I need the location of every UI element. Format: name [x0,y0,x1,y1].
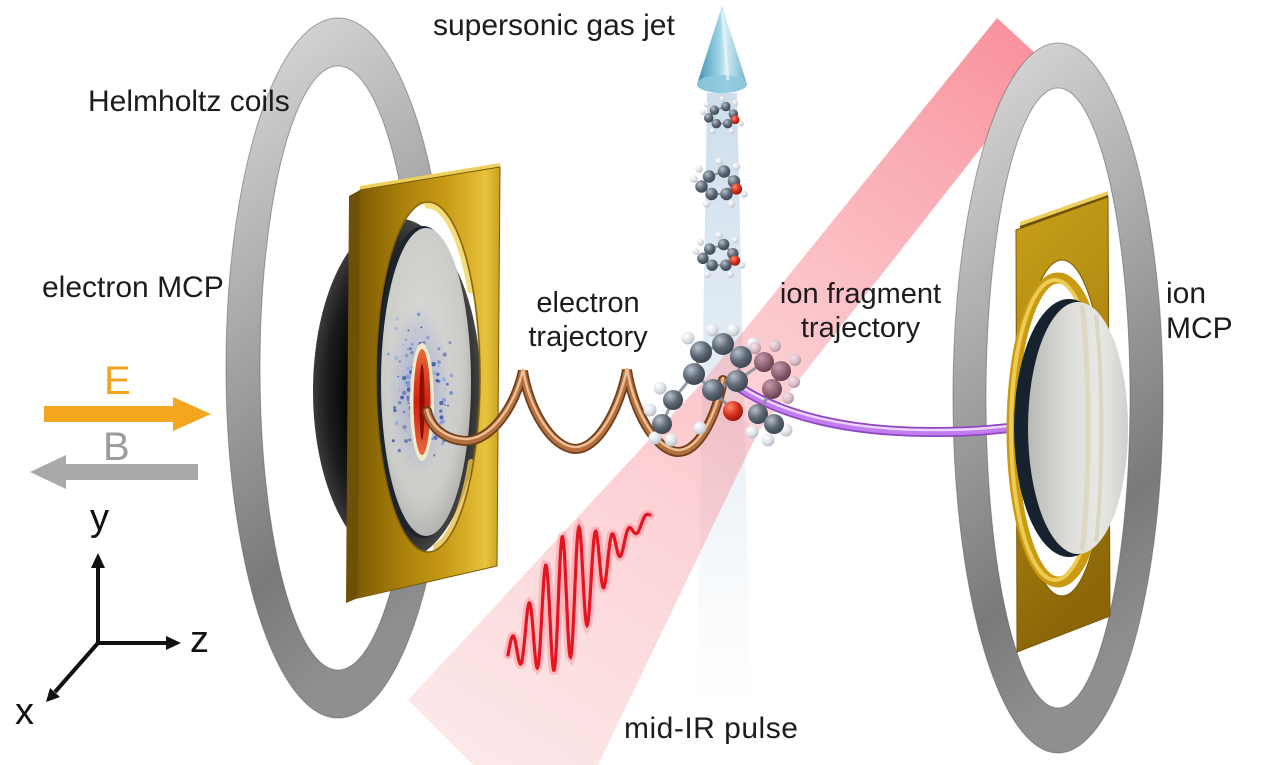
b-field-arrow [30,455,198,489]
target-molecule [643,323,801,447]
label-axis-y: y [90,497,109,539]
ion-mcp-disk [1014,299,1128,557]
gas-jet-cone-icon [697,6,747,93]
electron-detector-plate [346,163,501,603]
label-helmholtz-coils: Helmholtz coils [88,85,290,118]
label-mid-ir-pulse: mid-IR pulse [624,712,799,745]
laser-beam-upper [700,18,1047,432]
label-e-field: E [104,359,131,403]
label-ion-fragment-trajectory: ion fragment trajectory [779,278,942,345]
e-field-arrow [44,397,211,431]
gas-jet-molecule [690,157,748,208]
gas-jet-molecule [700,96,744,135]
coordinate-axes-icon [46,553,181,702]
gas-jet-molecule [692,231,746,278]
ion-detector-plate [1015,191,1111,653]
ion-fragment-curve [731,380,1014,438]
mid-ir-pulse-waveform [503,509,655,676]
label-electron-mcp: electron MCP [42,271,224,304]
label-axis-x: x [15,691,34,733]
electron-detector-aperture [376,202,480,552]
gas-jet-molecules [690,96,748,278]
label-axis-z: z [190,619,209,661]
electron-cycloid-trajectory [422,367,728,458]
vmi-electron-image [386,304,454,476]
label-ion-mcp: ion MCP [1166,277,1233,346]
label-b-field: B [103,425,130,469]
label-electron-trajectory: electron trajectory [528,287,648,354]
label-supersonic-gas-jet: supersonic gas jet [433,9,675,42]
